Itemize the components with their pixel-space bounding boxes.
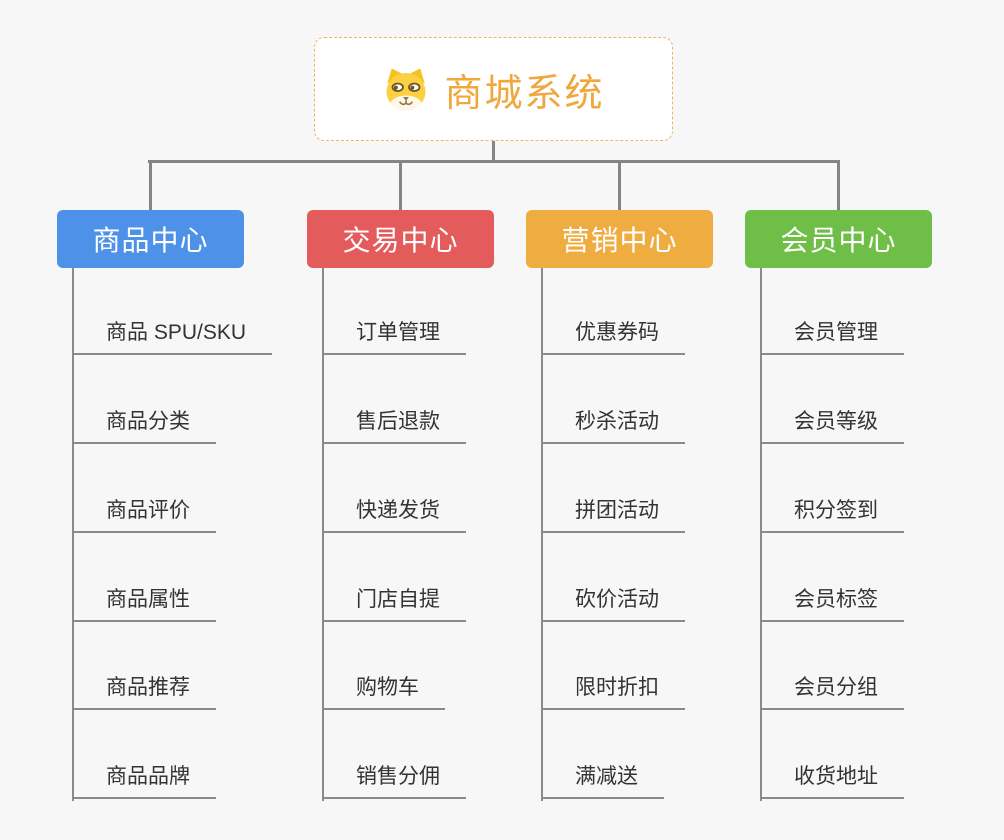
leaf-node[interactable]: 商品属性 <box>74 587 216 622</box>
root-title: 商城系统 <box>444 72 605 115</box>
root-stem-connector <box>492 141 495 162</box>
branch-header-member-center[interactable]: 会员中心 <box>745 210 932 268</box>
leaf-node[interactable]: 商品推荐 <box>74 675 216 710</box>
branch-drop-connector-1 <box>149 160 152 210</box>
leaf-node[interactable]: 砍价活动 <box>543 587 685 622</box>
leaf-node[interactable]: 秒杀活动 <box>543 409 685 444</box>
branch-header-product-center[interactable]: 商品中心 <box>57 210 244 268</box>
branch-drop-connector-2 <box>399 160 402 210</box>
root-node[interactable]: 商城系统 <box>314 37 673 141</box>
leaf-node[interactable]: 会员分组 <box>762 675 904 710</box>
leaf-node[interactable]: 售后退款 <box>324 409 466 444</box>
leaf-node[interactable]: 购物车 <box>324 675 445 710</box>
leaf-node[interactable]: 会员等级 <box>762 409 904 444</box>
leaf-node[interactable]: 订单管理 <box>324 320 466 355</box>
leaf-node[interactable]: 商品品牌 <box>74 764 216 799</box>
leaf-node[interactable]: 会员标签 <box>762 587 904 622</box>
branch-column-marketing-center: 优惠券码 秒杀活动 拼团活动 砍价活动 限时折扣 满减送 <box>541 268 685 801</box>
trunk-connector <box>148 160 840 163</box>
leaf-node[interactable]: 门店自提 <box>324 587 466 622</box>
branch-drop-connector-4 <box>837 160 840 210</box>
leaf-node[interactable]: 商品分类 <box>74 409 216 444</box>
leaf-node[interactable]: 积分签到 <box>762 498 904 533</box>
leaf-node[interactable]: 商品评价 <box>74 498 216 533</box>
branch-column-trade-center: 订单管理 售后退款 快递发货 门店自提 购物车 销售分佣 <box>322 268 466 801</box>
leaf-node[interactable]: 优惠券码 <box>543 320 685 355</box>
branch-column-product-center: 商品 SPU/SKU 商品分类 商品评价 商品属性 商品推荐 商品品牌 <box>72 268 273 801</box>
branch-header-trade-center[interactable]: 交易中心 <box>307 210 494 268</box>
leaf-node[interactable]: 快递发货 <box>324 498 466 533</box>
branch-header-marketing-center[interactable]: 营销中心 <box>526 210 713 268</box>
leaf-node[interactable]: 销售分佣 <box>324 764 466 799</box>
leaf-node[interactable]: 限时折扣 <box>543 675 685 710</box>
leaf-node[interactable]: 拼团活动 <box>543 498 685 533</box>
branch-column-member-center: 会员管理 会员等级 积分签到 会员标签 会员分组 收货地址 <box>760 268 904 801</box>
branch-drop-connector-3 <box>618 160 621 210</box>
leaf-node[interactable]: 会员管理 <box>762 320 904 355</box>
leaf-node[interactable]: 满减送 <box>543 764 664 799</box>
leaf-node[interactable]: 商品 SPU/SKU <box>74 320 273 355</box>
leaf-node[interactable]: 收货地址 <box>762 764 904 799</box>
dog-face-icon <box>382 67 430 112</box>
